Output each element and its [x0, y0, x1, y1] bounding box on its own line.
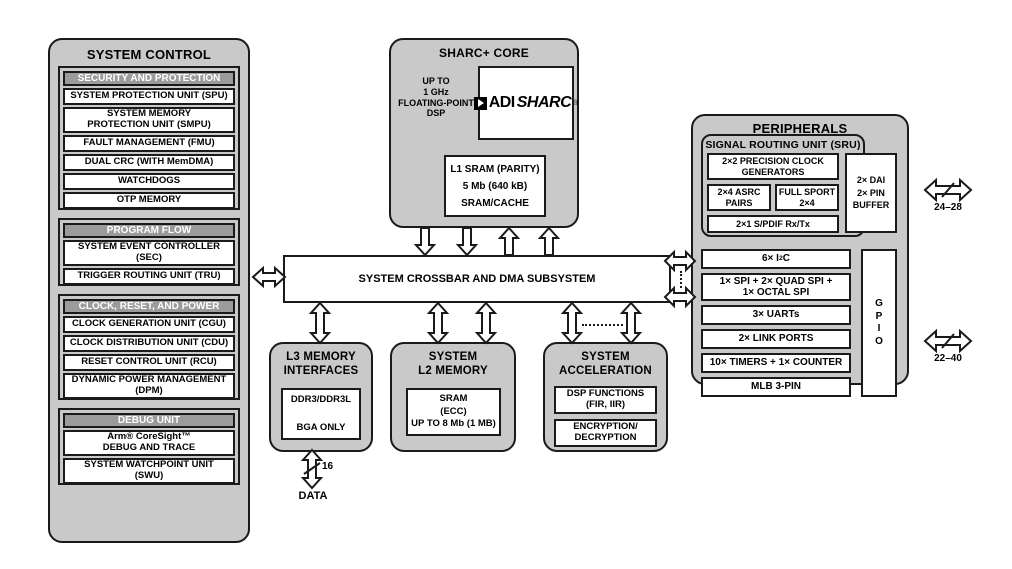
- system-control-item: CLOCK GENERATION UNIT (CGU): [63, 316, 235, 333]
- sharc-dsp-spec: UP TO 1 GHz FLOATING-POINT DSP: [398, 76, 474, 119]
- adi-triangle-icon: [473, 96, 487, 110]
- section-header-3: DEBUG UNIT: [63, 413, 235, 428]
- system-control-item: FAULT MANAGEMENT (FMU): [63, 135, 235, 152]
- system-control-panel: SYSTEM CONTROL SECURITY AND PROTECTION SY…: [48, 38, 250, 543]
- adi-wordmark: ADI: [488, 94, 516, 111]
- system-control-section-1: PROGRAM FLOW SYSTEM EVENT CONTROLLER (SEC…: [58, 218, 240, 286]
- full-sport-box: FULL SPORT 2×4: [775, 184, 839, 211]
- system-control-item: Arm® CoreSight™ DEBUG AND TRACE: [63, 430, 235, 456]
- system-control-item: SYSTEM WATCHPOINT UNIT (SWU): [63, 458, 235, 484]
- peripheral-uarts-box: 3× UARTs: [701, 305, 851, 325]
- asrc-pairs-box: 2×4 ASRC PAIRS: [707, 184, 771, 211]
- crossbar-label: SYSTEM CROSSBAR AND DMA SUBSYSTEM: [358, 273, 596, 285]
- arrow-sharc-up-2: [537, 226, 561, 256]
- dsp-functions-box: DSP FUNCTIONS (FIR, IIR): [554, 386, 657, 414]
- l3-memory-title: L3 MEMORY INTERFACES: [283, 351, 359, 378]
- arrow-crossbar-accel-b: [619, 301, 643, 345]
- arrow-sharc-down-2: [455, 227, 479, 257]
- sru-title: SIGNAL ROUTING UNIT (SRU): [705, 139, 861, 151]
- l2-memory-title: SYSTEM L2 MEMORY: [418, 351, 488, 378]
- registered-mark: ®: [573, 99, 579, 107]
- arrow-gpio-external: [923, 328, 973, 354]
- accel-dotted-link: [582, 324, 623, 326]
- arrow-sharc-up-1: [497, 226, 521, 256]
- arrow-crossbar-l2-a: [426, 301, 450, 345]
- section-header-0: SECURITY AND PROTECTION: [63, 71, 235, 86]
- l2-sram-box: SRAM (ECC) UP TO 8 Mb (1 MB): [406, 388, 501, 436]
- system-acceleration-title: SYSTEM ACCELERATION: [559, 351, 652, 378]
- arrow-crossbar-l3: [308, 301, 332, 345]
- peripheral-timers-box: 10× TIMERS + 1× COUNTER: [701, 353, 851, 373]
- system-control-item: CLOCK DISTRIBUTION UNIT (CDU): [63, 335, 235, 352]
- peripheral-link-ports-box: 2× LINK PORTS: [701, 329, 851, 349]
- peripherals-title: PERIPHERALS: [752, 121, 848, 136]
- arrow-sharc-down-1: [413, 227, 437, 257]
- system-control-item: RESET CONTROL UNIT (RCU): [63, 354, 235, 371]
- system-control-section-0: SECURITY AND PROTECTION SYSTEM PROTECTION…: [58, 66, 240, 210]
- arrow-crossbar-accel-a: [560, 301, 584, 345]
- gpio-column: G P I O: [861, 249, 897, 397]
- gpio-label-p: P: [875, 310, 883, 322]
- section-header-2: CLOCK, RESET, AND POWER: [63, 299, 235, 314]
- arrow-l3-data-bus: [300, 448, 324, 490]
- system-control-item: SYSTEM MEMORY PROTECTION UNIT (SMPU): [63, 107, 235, 133]
- sharc-core-title: SHARC+ CORE: [439, 46, 529, 60]
- gpio-label-g: G: [875, 298, 883, 309]
- system-control-item: DUAL CRC (WITH MemDMA): [63, 154, 235, 171]
- system-crossbar-block: SYSTEM CROSSBAR AND DMA SUBSYSTEM: [283, 255, 671, 303]
- system-control-item: WATCHDOGS: [63, 173, 235, 190]
- arrow-crossbar-l2-b: [474, 301, 498, 345]
- arrow-crossbar-peripherals-top: [663, 249, 697, 273]
- system-control-item: DYNAMIC POWER MANAGEMENT (DPM): [63, 373, 235, 399]
- system-control-item: SYSTEM EVENT CONTROLLER (SEC): [63, 240, 235, 266]
- peripheral-mlb-box: MLB 3-PIN: [701, 377, 851, 397]
- adi-sharc-logo: ADI SHARC®: [473, 66, 578, 140]
- system-control-item: OTP MEMORY: [63, 192, 235, 209]
- arrow-syscontrol-crossbar: [251, 265, 287, 289]
- gpio-pin-count-label: 22–40: [934, 353, 962, 364]
- system-control-section-3: DEBUG UNIT Arm® CoreSight™ DEBUG AND TRAC…: [58, 408, 240, 485]
- gpio-label-o: O: [875, 335, 883, 347]
- system-control-item: TRIGGER ROUTING UNIT (TRU): [63, 268, 235, 285]
- l3-ddr3-box: DDR3/DDR3L BGA ONLY: [281, 388, 361, 440]
- arrow-crossbar-peripherals-bottom: [663, 285, 697, 309]
- arrow-dai-external: [923, 177, 973, 203]
- system-control-title: SYSTEM CONTROL: [86, 47, 212, 62]
- system-control-section-2: CLOCK, RESET, AND POWER CLOCK GENERATION …: [58, 294, 240, 400]
- sharc-wordmark: SHARC: [516, 94, 572, 111]
- l3-data-label: DATA: [298, 490, 328, 502]
- encryption-box: ENCRYPTION/ DECRYPTION: [554, 419, 657, 447]
- section-header-1: PROGRAM FLOW: [63, 223, 235, 238]
- l3-bus-width-label: 16: [322, 461, 334, 472]
- l1-sram-box: L1 SRAM (PARITY) 5 Mb (640 kB) SRAM/CACH…: [444, 155, 546, 217]
- precision-clock-generators-box: 2×2 PRECISION CLOCK GENERATORS: [707, 153, 839, 180]
- spdif-box: 2×1 S/PDIF Rx/Tx: [707, 215, 839, 233]
- peripherals-dotted-link: [680, 271, 682, 288]
- dai-pin-buffer-box: 2× DAI 2× PIN BUFFER: [845, 153, 897, 233]
- system-control-item: SYSTEM PROTECTION UNIT (SPU): [63, 88, 235, 105]
- dai-pin-count-label: 24–28: [934, 202, 962, 213]
- gpio-label-i: I: [877, 323, 881, 334]
- peripheral-spi-box: 1× SPI + 2× QUAD SPI + 1× OCTAL SPI: [701, 273, 851, 301]
